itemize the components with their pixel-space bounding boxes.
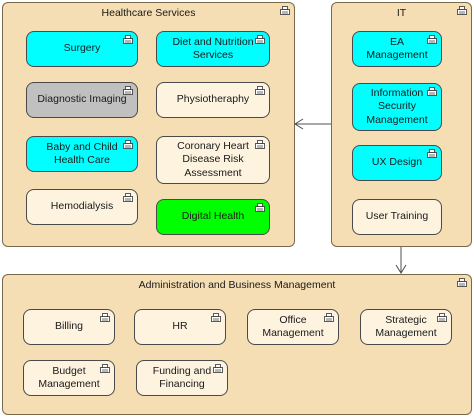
building-icon: [213, 364, 223, 373]
connector-it-to-healthcare[interactable]: [294, 118, 331, 130]
node-baby-and-child-health-care[interactable]: Baby and Child Health Care: [26, 136, 138, 172]
node-label: User Training: [365, 210, 429, 223]
group-healthcare-services[interactable]: Healthcare Services Surgery Diet and Nut…: [2, 2, 295, 247]
node-label: Diagnostic Imaging: [37, 93, 127, 106]
connector-it-to-administration[interactable]: [395, 247, 407, 274]
node-label: UX Design: [371, 156, 423, 169]
building-icon: [123, 140, 133, 149]
node-funding-and-financing[interactable]: Funding and Financing: [136, 360, 228, 396]
group-it[interactable]: IT EA Management Information Security Ma…: [331, 2, 472, 247]
group-title: Administration and Business Management: [138, 279, 336, 291]
node-label: Billing: [54, 320, 83, 333]
building-icon: [123, 193, 133, 202]
building-icon: [457, 278, 467, 287]
node-label: HR: [172, 320, 188, 333]
building-icon: [211, 313, 221, 322]
node-label: Baby and Child Health Care: [46, 140, 118, 166]
building-icon: [427, 149, 437, 158]
node-physiotheraphy[interactable]: Physiotheraphy: [156, 82, 270, 118]
node-label: Physiotheraphy: [176, 93, 250, 106]
node-user-training[interactable]: User Training: [352, 199, 442, 235]
node-label: Budget Management: [38, 364, 100, 390]
node-diagnostic-imaging[interactable]: Diagnostic Imaging: [26, 82, 138, 118]
node-ux-design[interactable]: UX Design: [352, 145, 442, 181]
building-icon: [255, 203, 265, 212]
building-icon: [255, 86, 265, 95]
building-icon: [427, 35, 437, 44]
building-icon: [280, 6, 290, 15]
building-icon: [324, 313, 334, 322]
building-icon: [437, 313, 447, 322]
node-surgery[interactable]: Surgery: [26, 31, 138, 67]
node-strategic-management[interactable]: Strategic Management: [360, 309, 452, 345]
group-title: IT: [396, 7, 407, 19]
node-label: Information Security Management: [366, 87, 428, 126]
node-diet-and-nutrition[interactable]: Diet and Nutrition Services: [156, 31, 270, 67]
node-label: Office Management: [262, 313, 324, 339]
node-label: Surgery: [63, 42, 101, 55]
node-budget-management[interactable]: Budget Management: [23, 360, 115, 396]
building-icon: [123, 86, 133, 95]
building-icon: [457, 6, 467, 15]
node-label: Coronary Heart Disease Risk Assessment: [177, 140, 249, 179]
building-icon: [123, 35, 133, 44]
node-ea-management[interactable]: EA Management: [352, 31, 442, 67]
building-icon: [100, 364, 110, 373]
node-label: Digital Health: [181, 210, 245, 223]
node-hr[interactable]: HR: [134, 309, 226, 345]
group-administration-and-business-management[interactable]: Administration and Business Management B…: [2, 274, 472, 415]
building-icon: [427, 87, 437, 96]
node-label: Funding and Financing: [152, 364, 212, 390]
node-label: Strategic Management: [375, 313, 437, 339]
node-hemodialysis[interactable]: Hemodialysis: [26, 189, 138, 225]
node-billing[interactable]: Billing: [23, 309, 115, 345]
node-label: Hemodialysis: [50, 200, 114, 213]
node-information-security-management[interactable]: Information Security Management: [352, 83, 442, 131]
building-icon: [255, 35, 265, 44]
node-office-management[interactable]: Office Management: [247, 309, 339, 345]
node-coronary-heart-disease-risk-assessment[interactable]: Coronary Heart Disease Risk Assessment: [156, 136, 270, 184]
node-digital-health[interactable]: Digital Health: [156, 199, 270, 235]
group-title: Healthcare Services: [101, 7, 196, 19]
node-label: EA Management: [366, 35, 428, 61]
building-icon: [100, 313, 110, 322]
building-icon: [255, 140, 265, 149]
node-label: Diet and Nutrition Services: [172, 35, 254, 61]
